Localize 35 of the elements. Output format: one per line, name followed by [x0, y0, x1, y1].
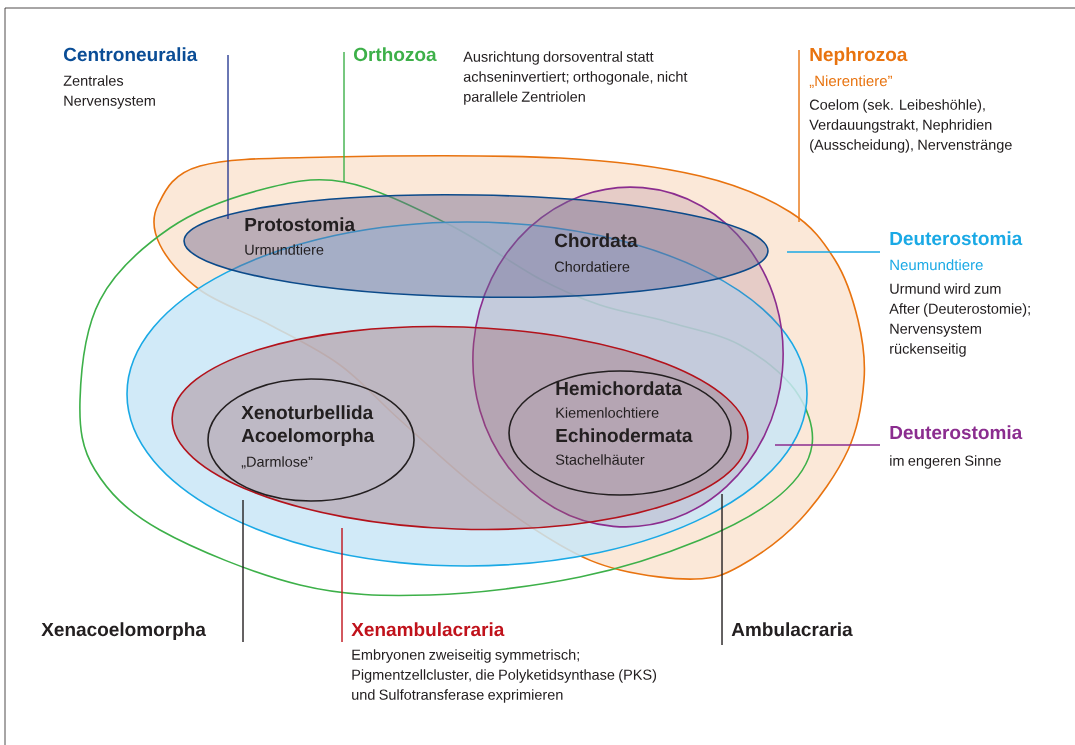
description: Embryonen zweiseitig symmetrisch; Pigmentzellcluster, die Polyketidsynthase (PKS) und Sulfotransferase exprimieren — [352, 649, 657, 703]
description: Urmund wird zum After (Deuterostomie); Nervensystem rückenseitig — [889, 283, 1030, 357]
ellipse-outline — [472, 186, 784, 528]
heading: Xenacoelomorpha — [41, 622, 207, 640]
subtitle: „Nierentiere” — [809, 75, 892, 88]
taxon-name: Xenoturbellida Acoelomorpha — [241, 405, 375, 446]
leader-line — [721, 493, 723, 646]
common-name: „Darmlose” — [241, 456, 313, 469]
taxon-name: Protostomia — [245, 217, 356, 232]
heading: Centroneuralia — [64, 47, 198, 62]
description: Coelom (sek. Leibeshöhle), Verdauungstrakt, Nephridien (Ausscheidung), Nervenstränge — [809, 99, 1012, 153]
description: Ausrichtung dorsoventral statt achseninvertiert; orthogonale, nicht parallele Zentriolen — [463, 51, 688, 105]
taxon-name: Hemichordata — [556, 381, 682, 396]
leader-line — [343, 51, 345, 183]
taxon-name: Echinodermata — [556, 428, 693, 443]
common-name: Stachelhäuter — [555, 454, 645, 465]
leader-line — [242, 499, 244, 643]
description: Zentrales Nervensystem — [63, 75, 155, 109]
heading: Ambulacraria — [731, 622, 853, 637]
leader-line — [341, 527, 343, 643]
heading: Orthozoa — [354, 47, 437, 62]
heading: Deuterostomia — [890, 425, 1023, 440]
heading: Xenambulacraria — [351, 622, 505, 637]
common-name: Kiemenlochtiere — [556, 407, 659, 418]
description: im engeren Sinne — [890, 455, 1001, 469]
common-name: Chordatiere — [554, 261, 630, 272]
ellipse-outline — [171, 325, 749, 531]
leader-line — [774, 444, 881, 446]
leader-line — [798, 49, 800, 223]
taxon-name: Chordata — [555, 233, 638, 248]
leader-line — [786, 251, 881, 253]
heading: Nephrozoa — [810, 47, 908, 65]
heading: Deuterostomia — [890, 231, 1023, 246]
leader-line — [227, 54, 229, 220]
subtitle: Neumundtiere — [890, 259, 983, 271]
